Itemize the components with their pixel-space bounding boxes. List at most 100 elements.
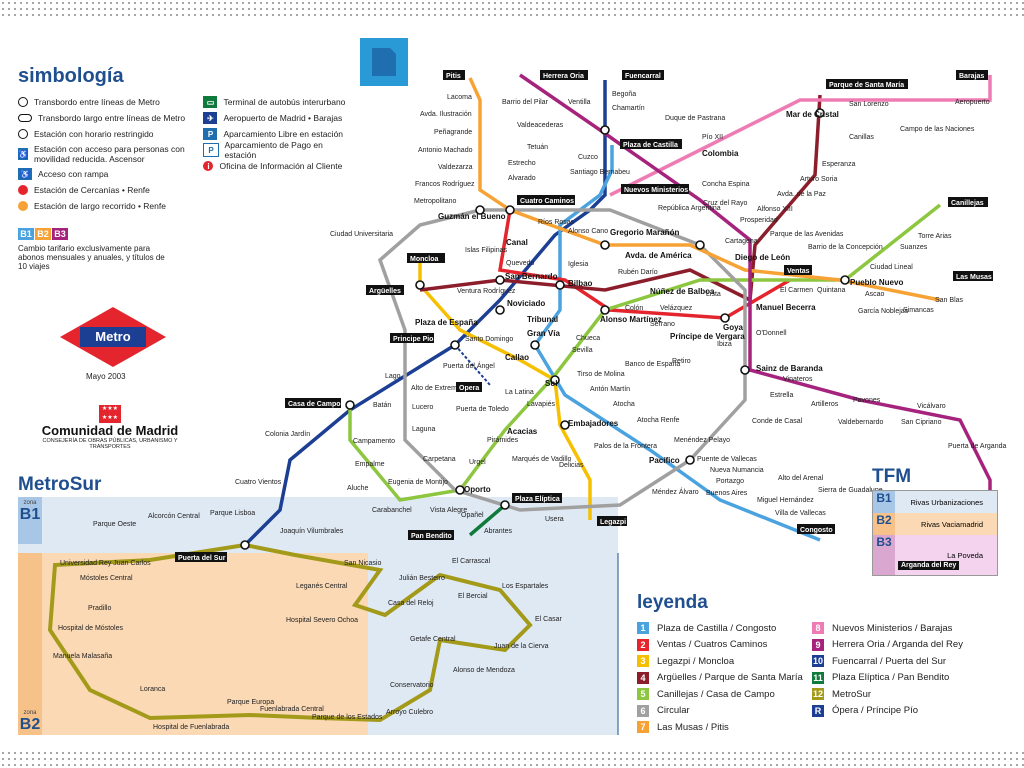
station-transfer[interactable]	[345, 400, 355, 410]
station-transfer[interactable]	[415, 280, 425, 290]
fare-zone-b1: B1	[18, 228, 34, 240]
terminal-label: Principe Pio	[393, 336, 433, 343]
station-label: Conservatorio	[390, 682, 434, 689]
station-label: El Carmen	[780, 287, 813, 294]
station-label: Tetuán	[527, 144, 548, 151]
transfer-stations	[240, 108, 850, 550]
terminal-label: Barajas	[959, 73, 984, 80]
station-label: Velázquez	[660, 305, 693, 312]
symbology-label: Acceso con rampa	[38, 169, 109, 179]
station-label: Retiro	[672, 358, 691, 365]
station-label: Duque de Pastrana	[665, 115, 725, 122]
free-parking-icon: P	[203, 128, 218, 140]
station-transfer[interactable]	[505, 205, 515, 215]
station-transfer[interactable]	[600, 125, 610, 135]
station-label: Aluche	[347, 485, 369, 492]
station-label: Prosperidad	[740, 217, 778, 224]
symbology-item: Transbordo largo entre líneas de Metro	[18, 110, 189, 126]
station-label: Oporto	[464, 485, 491, 494]
line-badge: 7	[637, 721, 649, 734]
station-transfer[interactable]	[495, 305, 505, 315]
line-badge: 1	[637, 622, 649, 635]
metro-logo-text: Metro	[95, 329, 131, 344]
station-transfer[interactable]	[530, 340, 540, 350]
station-label: Chamartín	[612, 105, 645, 112]
symbology-item: ▭Terminal de autobús interurbano	[203, 94, 348, 110]
symbology-item: ✈Aeropuerto de Madrid • Barajas	[203, 110, 348, 126]
cam-subtitle: CONSEJERÍA DE OBRAS PÚBLICAS, URBANISMO …	[42, 438, 178, 450]
station-label: Abrantes	[484, 528, 513, 535]
top-border	[0, 0, 1024, 18]
station-transfer[interactable]	[550, 375, 560, 385]
line-4	[419, 94, 822, 303]
station-transfer[interactable]	[240, 540, 250, 550]
station-label: Francos Rodríguez	[415, 181, 475, 188]
station-transfer[interactable]	[555, 280, 565, 290]
station-label: Méndez Álvaro	[652, 487, 699, 496]
station-transfer[interactable]	[740, 365, 750, 375]
station-label: San Lorenzo	[849, 101, 889, 108]
line-name: MetroSur	[832, 688, 872, 700]
station-label: Puerta de Toledo	[456, 406, 509, 413]
station-label: Pradillo	[88, 605, 111, 612]
station-label: Guzmán el Bueno	[438, 212, 506, 221]
station-transfer[interactable]	[455, 485, 465, 495]
station-label: Colón	[625, 305, 643, 312]
station-label: Miguel Hernández	[757, 497, 814, 504]
long-distance-icon	[18, 201, 28, 211]
station-label: Buenos Aires	[706, 490, 748, 497]
station-label: Juan de la Cierva	[494, 643, 549, 650]
station-transfer[interactable]	[600, 305, 610, 315]
station-transfer[interactable]	[600, 240, 610, 250]
station-label: Pirámides	[487, 437, 519, 444]
station-transfer[interactable]	[840, 275, 850, 285]
station-label: Carabanchel	[372, 507, 412, 514]
station-label: Alonso Martínez	[600, 315, 662, 324]
station-label: Pacífico	[649, 456, 680, 465]
fare-zone-b3: B3	[52, 228, 68, 240]
station-transfer[interactable]	[560, 420, 570, 430]
station-transfer[interactable]	[450, 340, 460, 350]
transfer-icon	[18, 97, 28, 107]
station-transfer[interactable]	[815, 108, 825, 118]
symbology-label: Estación de Cercanías • Renfe	[34, 185, 150, 195]
symbology-label: Aparcamiento de Pago en estación	[224, 140, 323, 160]
station-transfer[interactable]	[475, 205, 485, 215]
station-label: Atocha Renfe	[637, 417, 680, 424]
station-label: Alvarado	[508, 175, 536, 182]
station-label: Hospital de Fuenlabrada	[153, 724, 229, 731]
station-label: Acacias	[507, 427, 538, 436]
station-label: República Argentina	[658, 205, 721, 212]
station-label: Avda. de la Paz	[777, 191, 826, 198]
station-label: Aeropuerto	[955, 99, 990, 106]
station-label: Parque Lisboa	[210, 510, 255, 517]
station-transfer[interactable]	[695, 240, 705, 250]
station-label: Canillas	[849, 134, 874, 141]
station-label: Serrano	[650, 321, 675, 328]
station-transfer[interactable]	[685, 455, 695, 465]
station-label: Simancas	[903, 307, 934, 314]
metro-logo-diamond	[60, 307, 166, 367]
station-label: Universidad Rey Juan Carlos	[60, 560, 151, 567]
tfm-terminus: Arganda del Rey	[898, 561, 960, 570]
station-label: Leganés Central	[296, 583, 348, 590]
station-label: El Casar	[535, 616, 563, 623]
metrosur-zone-b2-bg	[18, 553, 368, 735]
station-label: Cartagena	[725, 238, 758, 245]
line-name: Argüelles / Parque de Santa María	[657, 672, 803, 684]
cam-title: Comunidad de Madrid	[41, 423, 179, 438]
station-label: San Bernardo	[505, 272, 558, 281]
terminal-label: Casa de Campo	[288, 401, 341, 408]
station-label: Alcorcón Central	[148, 513, 200, 520]
station-transfer[interactable]	[500, 500, 510, 510]
station-transfer[interactable]	[495, 275, 505, 285]
symbology-item: Estación con horario restringido	[18, 126, 189, 142]
symbology-label: Estación de largo recorrido • Renfe	[34, 201, 166, 211]
line-name: Plaza Elíptica / Pan Bendito	[832, 672, 950, 684]
station-label: Suanzes	[900, 244, 928, 251]
station-transfer[interactable]	[720, 313, 730, 323]
